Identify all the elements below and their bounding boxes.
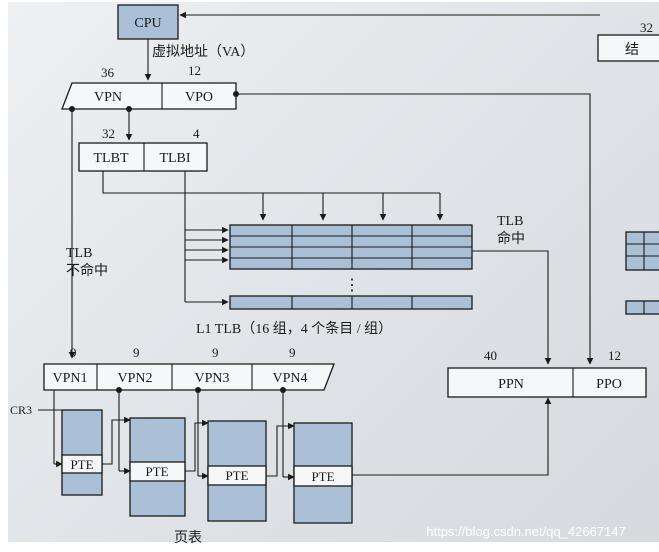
tlb-set-lower <box>229 295 473 310</box>
vpn2-bits: 9 <box>133 345 140 360</box>
tlb-caption: L1 TLB（16 组，4 个条目 / 组） <box>196 320 392 337</box>
vpn2-label: VPN2 <box>117 371 152 386</box>
vpn-bits: 36 <box>101 65 115 80</box>
result-box <box>597 34 659 62</box>
page-table-2: PTE <box>129 417 186 517</box>
arrow-vpo-to-ppo <box>236 93 594 365</box>
page-table-3: PTE <box>207 420 267 522</box>
vpn1-label: VPN1 <box>52 371 87 386</box>
pte2-to-table3 <box>185 419 209 472</box>
page-table-1: PTE <box>61 409 103 496</box>
va-label: 虚拟地址（VA） <box>152 44 254 60</box>
vpn-parts-box <box>43 363 335 391</box>
right-partial-cache-box-2 <box>625 300 659 315</box>
vpn3-label: VPN3 <box>194 371 229 386</box>
result-bits: 32 <box>640 20 653 35</box>
tlbt-bus-line <box>102 171 440 194</box>
vpn-parts: 9 9 9 9 VPN1 VPN2 VPN3 VPN4 <box>43 345 335 391</box>
va-box <box>61 82 237 110</box>
pte-4-label: PTE <box>311 469 334 484</box>
pte-1-label: PTE <box>70 457 93 472</box>
vpo-bits: 12 <box>188 63 201 78</box>
tlb-miss-label-1: TLB <box>66 246 92 261</box>
ppo-bits: 12 <box>608 348 621 363</box>
watermark: https://blog.csdn.net/qq_42667147 <box>426 524 626 539</box>
vpn3-bits: 9 <box>212 345 219 360</box>
vpn-label: VPN <box>94 90 122 105</box>
cr3-label: CR3 <box>10 403 32 417</box>
cpu-label: CPU <box>134 16 161 31</box>
cpu-box <box>117 4 179 40</box>
arrow-tlb-hit-to-ppn <box>472 250 552 365</box>
vpn4-bits: 9 <box>289 345 296 360</box>
result-label: 结 <box>625 42 639 58</box>
tlb-last-set-box <box>229 295 473 310</box>
tlbi-bits: 4 <box>193 126 200 141</box>
vpn1-bits: 9 <box>70 345 77 360</box>
pte1-to-table2 <box>102 416 131 465</box>
tlb-hit-label-1: TLB <box>497 214 523 229</box>
vpn4-label: VPN4 <box>272 371 307 386</box>
pte3-to-table4 <box>266 422 295 477</box>
ppn-label: PPN <box>498 377 524 392</box>
arrow-pte4-to-ppn <box>352 397 552 476</box>
tlb-hit-label-2: 命中 <box>497 230 525 247</box>
tlbt-bits: 32 <box>102 126 115 141</box>
right-edge-partial-boxes <box>625 231 659 315</box>
tlbt-label: TLBT <box>94 151 129 166</box>
tlb-ellipsis: ⋮ <box>344 277 360 294</box>
pa-box <box>447 367 647 398</box>
page-table-1-box <box>61 409 103 496</box>
pte-2-label: PTE <box>145 464 168 479</box>
tlb-index-box <box>78 142 208 172</box>
vpo-label: VPO <box>185 90 213 105</box>
page-table-caption: 页表 <box>174 530 202 546</box>
ppn-bits: 40 <box>484 348 497 363</box>
right-partial-cache-box <box>625 231 659 271</box>
ppo-label: PPO <box>596 377 622 392</box>
page-table-4: PTE <box>293 422 353 524</box>
tlb-set-upper <box>229 224 473 270</box>
tlb-miss-label-2: 不命中 <box>66 262 108 279</box>
tlbi-label: TLBI <box>159 151 190 166</box>
pte-3-label: PTE <box>225 468 248 483</box>
